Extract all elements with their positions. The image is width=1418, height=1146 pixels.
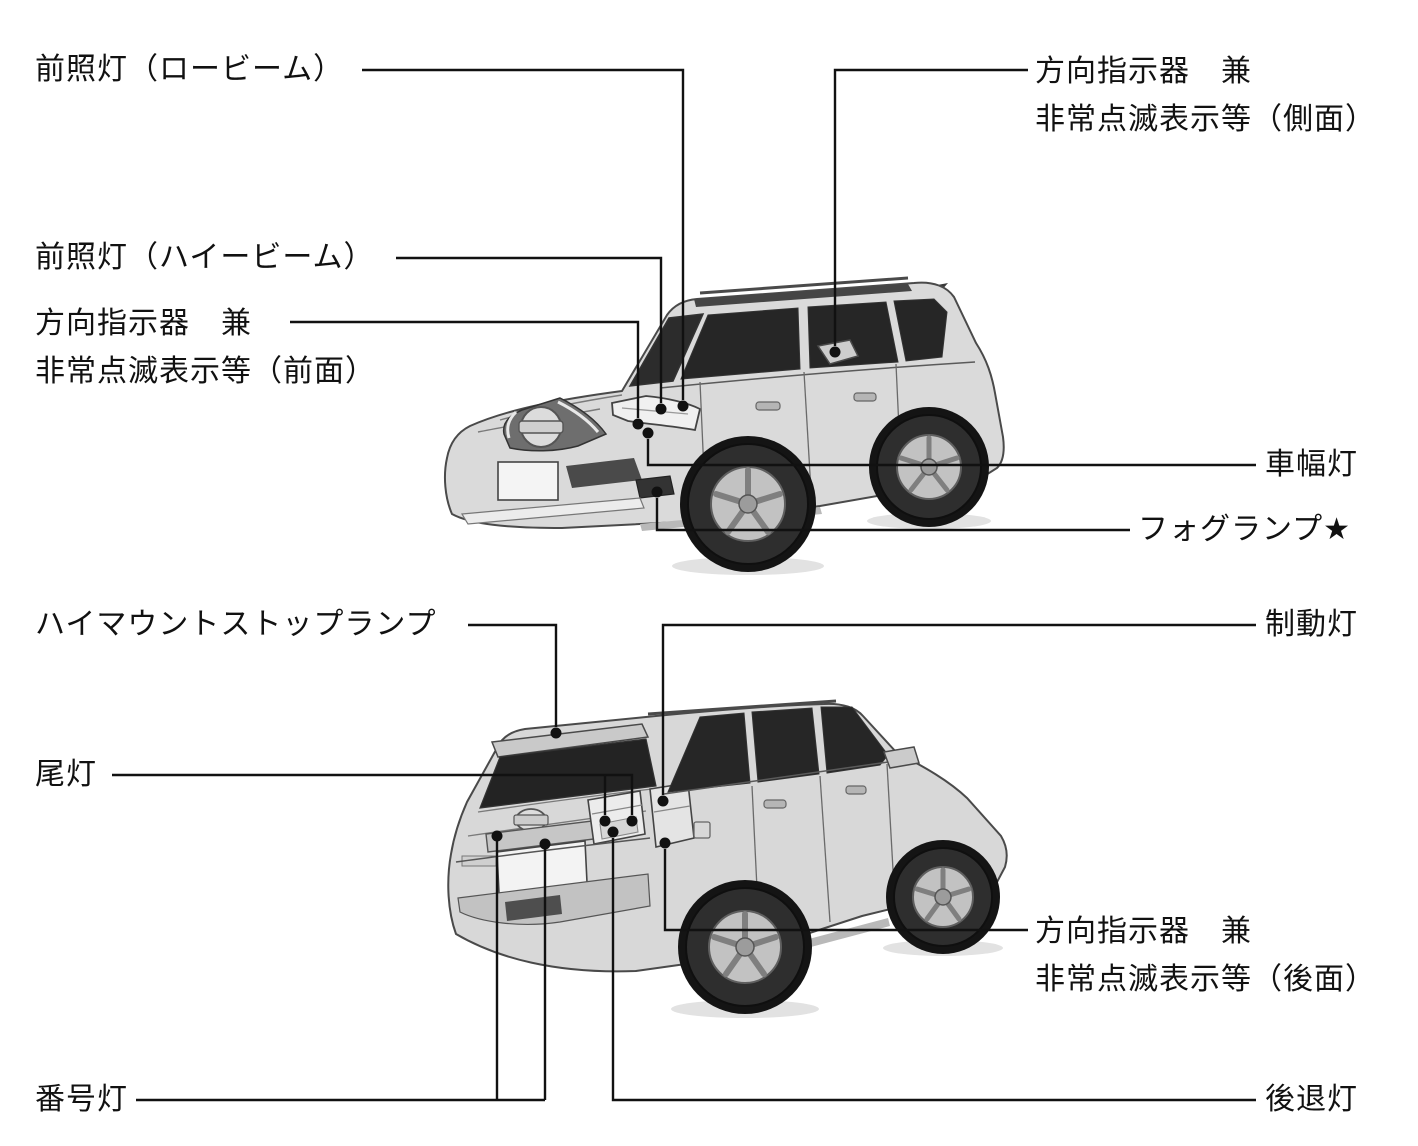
rear-car-front-wheel — [886, 840, 1000, 954]
callout-line-high-mount-stop-lamp — [468, 623, 558, 727]
rear-car-rear-door-window — [751, 707, 820, 783]
dot-tail-lamp-2 — [626, 815, 638, 827]
front-car-roof-rail — [699, 276, 909, 295]
dot-license-lamp-2 — [539, 838, 551, 850]
front-car-license-plate — [497, 461, 559, 501]
rear-car-door-handle-1 — [763, 799, 787, 809]
rear-car-bumper-crease — [455, 837, 651, 863]
dot-turn-signal-rear — [659, 837, 671, 849]
label-turn-signal-rear-line1: 方向指示器 兼 — [1035, 915, 1252, 948]
rear-car-rear-wheel — [678, 880, 812, 1014]
front-car-headlamp-detail — [621, 407, 689, 415]
label-turn-signal-front-line2: 非常点滅表示等（前面） — [35, 355, 376, 388]
label-turn-signal-side-line2: 非常点滅表示等（側面） — [1035, 103, 1376, 136]
front-car-door-handle-1 — [755, 401, 781, 411]
callout-line-brake-lamp — [661, 623, 1256, 795]
label-turn-signal-rear: 方向指示器 兼 非常点滅表示等（後面） — [1035, 908, 1376, 1004]
label-turn-signal-rear-line2: 非常点滅表示等（後面） — [1035, 963, 1376, 996]
rear-car-door-seam-2 — [819, 775, 831, 923]
dot-fog-lamp — [651, 486, 663, 498]
dot-clearance-lamp — [642, 427, 654, 439]
label-headlight-high-beam: 前照灯（ハイービーム） — [35, 241, 375, 274]
front-car-skid-plate — [460, 497, 645, 525]
callout-dots — [491, 346, 841, 850]
front-car-quarter-window — [893, 298, 948, 362]
rear-car-rear-glass — [479, 738, 657, 809]
label-high-mount-stop-lamp: ハイマウントストップランプ — [35, 608, 437, 641]
rear-car-fuel-lid — [693, 821, 711, 839]
callout-line-turn-signal-front — [290, 320, 640, 418]
callout-line-clearance-lamp — [646, 439, 1256, 467]
callout-lines — [112, 68, 1256, 1102]
dot-reversing-lamp — [607, 826, 619, 838]
rear-car-roof-rail — [647, 699, 837, 716]
dot-tail-lamp-1 — [599, 815, 611, 827]
dot-headlight-low-beam — [677, 400, 689, 412]
rear-car-side-mirror — [882, 746, 920, 769]
label-turn-signal-side-line1: 方向指示器 兼 — [1035, 55, 1252, 88]
front-car-door-handle-2 — [853, 392, 877, 402]
dot-turn-signal-front — [632, 418, 644, 430]
front-car-brand-emblem-bar — [518, 420, 564, 434]
dot-turn-signal-side — [829, 346, 841, 358]
label-reversing-lamp: 後退灯 — [1265, 1083, 1358, 1116]
front-car-windshield — [628, 313, 705, 387]
callout-line-headlight-high-beam — [396, 256, 663, 403]
rear-car-beltline — [663, 759, 903, 795]
front-car-grille-chrome-right — [557, 400, 600, 433]
label-license-plate-lamp: 番号灯 — [35, 1083, 128, 1116]
callout-line-fog-lamp — [655, 498, 1130, 532]
dot-high-mount-stop-lamp — [550, 727, 562, 739]
label-brake-lamp: 制動灯 — [1265, 608, 1358, 641]
label-turn-signal-side: 方向指示器 兼 非常点滅表示等（側面） — [1035, 48, 1376, 144]
dot-brake-lamp — [657, 795, 669, 807]
rear-car-brand-emblem-bar — [513, 814, 549, 826]
callout-line-headlight-low-beam — [362, 68, 685, 400]
rear-quarter-car-illustration — [447, 699, 1008, 1018]
front-car-rear-wheel — [869, 407, 989, 527]
label-clearance-lamp: 車幅灯 — [1265, 448, 1358, 481]
rear-car-front-door-window — [820, 706, 889, 774]
rear-car-spoiler — [490, 723, 650, 758]
front-quarter-car-illustration — [443, 276, 1005, 575]
front-car-sunroof — [694, 284, 912, 307]
dot-headlight-high-beam — [655, 403, 667, 415]
front-car-lower-intake — [566, 458, 642, 488]
rear-car-door-handle-2 — [845, 785, 867, 795]
front-car-front-wheel — [680, 436, 816, 572]
callout-line-turn-signal-rear — [663, 849, 1028, 932]
rear-car-bumper-cutout — [505, 895, 562, 921]
label-tail-lamp: 尾灯 — [35, 758, 97, 791]
callout-line-turn-signal-side — [833, 68, 1028, 346]
callout-line-tail-lamp — [112, 773, 634, 815]
label-turn-signal-front-line1: 方向指示器 兼 — [35, 307, 252, 340]
rear-car-rocker-trim — [790, 918, 890, 952]
rear-car-tailgate-lamp-divider — [591, 804, 643, 815]
front-car-grille-chrome-left — [506, 410, 518, 439]
rear-car-quarter-lamp-divider — [653, 805, 691, 813]
label-turn-signal-front: 方向指示器 兼 非常点滅表示等（前面） — [35, 300, 376, 396]
label-headlight-low-beam: 前照灯（ロービーム） — [35, 53, 345, 86]
front-car-front-door-window — [680, 307, 801, 380]
dot-license-lamp-1 — [491, 830, 503, 842]
label-fog-lamp: フォグランプ★ — [1138, 513, 1351, 546]
callout-line-reversing-lamp — [611, 838, 1256, 1102]
